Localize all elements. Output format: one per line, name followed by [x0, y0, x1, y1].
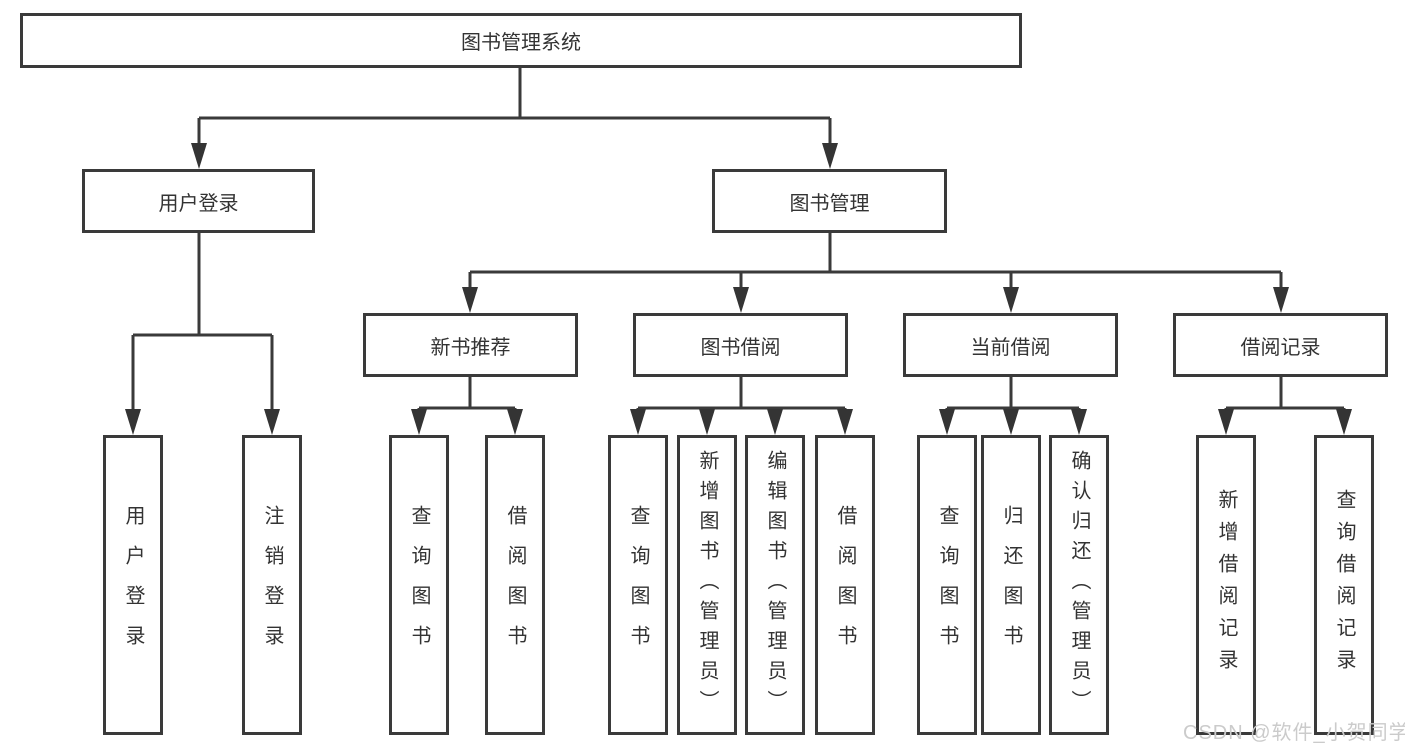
arrowhead-icon — [1336, 409, 1352, 435]
node-book-management: 图书管理 — [712, 169, 947, 233]
leaf-borrow-query-books: 查询图书 — [608, 435, 668, 735]
node-label: 用户登录 — [122, 505, 144, 665]
leaf-return-books: 归还图书 — [981, 435, 1041, 735]
arrowhead-icon — [699, 409, 715, 435]
node-label: 当前借阅 — [970, 336, 1051, 359]
connector-current-borrow-children — [939, 377, 1087, 435]
arrowhead-icon — [1003, 287, 1019, 313]
arrowhead-icon — [837, 409, 853, 435]
node-label: 查询图书 — [936, 505, 958, 665]
arrowhead-icon — [1218, 409, 1234, 435]
node-label: 注销登录 — [261, 505, 283, 665]
leaf-add-borrow-record: 新增借阅记录 — [1196, 435, 1256, 735]
arrowhead-icon — [733, 287, 749, 313]
arrowhead-icon — [1071, 409, 1087, 435]
node-label: 借阅图书 — [834, 505, 856, 665]
node-label: 用户登录 — [158, 192, 239, 215]
leaf-current-query-books: 查询图书 — [917, 435, 977, 735]
arrowhead-icon — [462, 287, 478, 313]
leaf-recommend-query-books: 查询图书 — [389, 435, 449, 735]
arrowhead-icon — [822, 143, 838, 169]
connector-book-borrow-children — [630, 377, 853, 435]
node-label: 编辑图书（管理员） — [764, 450, 786, 720]
node-library-management-system: 图书管理系统 — [20, 13, 1022, 68]
arrowhead-icon — [1003, 409, 1019, 435]
leaf-logout: 注销登录 — [242, 435, 302, 735]
node-label: 新书推荐 — [430, 336, 511, 359]
arrowhead-icon — [630, 409, 646, 435]
arrowhead-icon — [507, 409, 523, 435]
node-borrow-records: 借阅记录 — [1173, 313, 1388, 377]
node-label: 新增借阅记录 — [1215, 489, 1237, 681]
node-label: 归还图书 — [1000, 505, 1022, 665]
arrowhead-icon — [191, 143, 207, 169]
node-new-book-recommend: 新书推荐 — [363, 313, 578, 377]
arrowhead-icon — [939, 409, 955, 435]
leaf-borrow-borrow-books: 借阅图书 — [815, 435, 875, 735]
node-label: 图书管理系统 — [461, 32, 581, 54]
leaf-add-book-admin: 新增图书（管理员） — [677, 435, 737, 735]
arrowhead-icon — [1273, 287, 1289, 313]
leaf-confirm-return-admin: 确认归还（管理员） — [1049, 435, 1109, 735]
node-label: 查询借阅记录 — [1333, 489, 1355, 681]
node-label: 查询图书 — [627, 505, 649, 665]
arrowhead-icon — [125, 409, 141, 435]
connector-borrow-records-children — [1218, 377, 1352, 435]
leaf-user-login: 用户登录 — [103, 435, 163, 735]
node-user-login: 用户登录 — [82, 169, 315, 233]
node-label: 查询图书 — [408, 505, 430, 665]
connector-user-login-children — [125, 233, 280, 435]
leaf-recommend-borrow-books: 借阅图书 — [485, 435, 545, 735]
node-label: 图书借阅 — [700, 336, 781, 359]
node-book-borrow: 图书借阅 — [633, 313, 848, 377]
arrowhead-icon — [767, 409, 783, 435]
node-label: 确认归还（管理员） — [1068, 450, 1090, 720]
leaf-edit-book-admin: 编辑图书（管理员） — [745, 435, 805, 735]
node-current-borrow: 当前借阅 — [903, 313, 1118, 377]
connector-book-management-children — [462, 233, 1289, 313]
arrowhead-icon — [411, 409, 427, 435]
connector-root-to-level2 — [191, 68, 838, 169]
connector-new-book-recommend-children — [411, 377, 523, 435]
node-label: 图书管理 — [789, 192, 870, 215]
node-label: 借阅图书 — [504, 505, 526, 665]
node-label: 新增图书（管理员） — [696, 450, 718, 720]
arrowhead-icon — [264, 409, 280, 435]
node-label: 借阅记录 — [1240, 336, 1321, 359]
csdn-watermark: CSDN @软件_小贺同学 — [1183, 722, 1405, 744]
leaf-query-borrow-record: 查询借阅记录 — [1314, 435, 1374, 735]
